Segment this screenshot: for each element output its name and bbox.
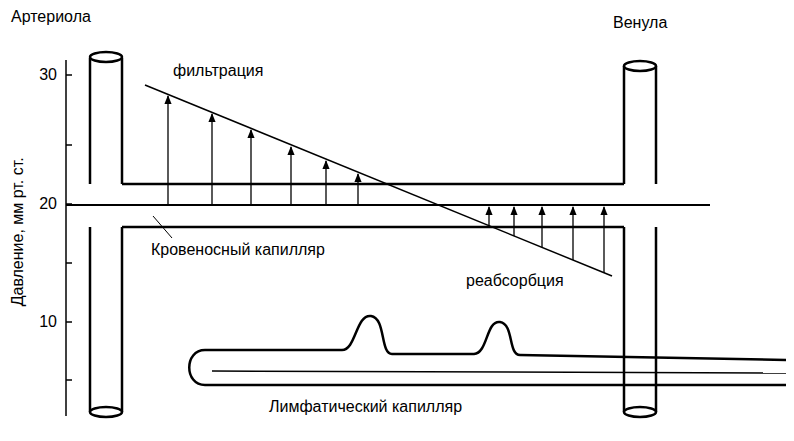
venule-opening — [624, 61, 656, 71]
arteriole-opening — [90, 52, 122, 62]
plasma-oncotic-line — [66, 204, 710, 206]
vessel-label: Кровеносный капилляр — [150, 241, 326, 259]
venule-opening — [624, 407, 656, 417]
arteriole-opening — [90, 407, 122, 417]
process-label: фильтрация — [172, 62, 264, 80]
tick-label: 10 — [38, 313, 58, 331]
capillary-wall — [122, 226, 624, 229]
pressure-axis — [65, 60, 67, 416]
vessel-label: Венула — [612, 14, 668, 32]
venule-wall — [624, 66, 656, 412]
leader-line — [153, 216, 172, 238]
vessels — [66, 52, 786, 417]
axis-title: Давление, мм рт. ст. — [9, 156, 27, 307]
hydrostatic-gradient — [145, 85, 612, 276]
vessel-label: Артериола — [10, 8, 92, 26]
capillary-wall — [122, 183, 624, 186]
vessel-label: Лимфатический капилляр — [268, 398, 463, 416]
tick-label: 30 — [38, 66, 58, 84]
filtration-arrows — [168, 96, 358, 205]
axis-ticks — [66, 75, 72, 380]
lymphatic-capillary — [189, 316, 786, 385]
reabsorption-arrows — [489, 207, 604, 273]
lymphatic-inner-wall — [212, 371, 786, 373]
tick-label: 20 — [38, 195, 58, 213]
arteriole-wall — [90, 58, 122, 412]
process-label: реабсорбция — [465, 272, 565, 290]
